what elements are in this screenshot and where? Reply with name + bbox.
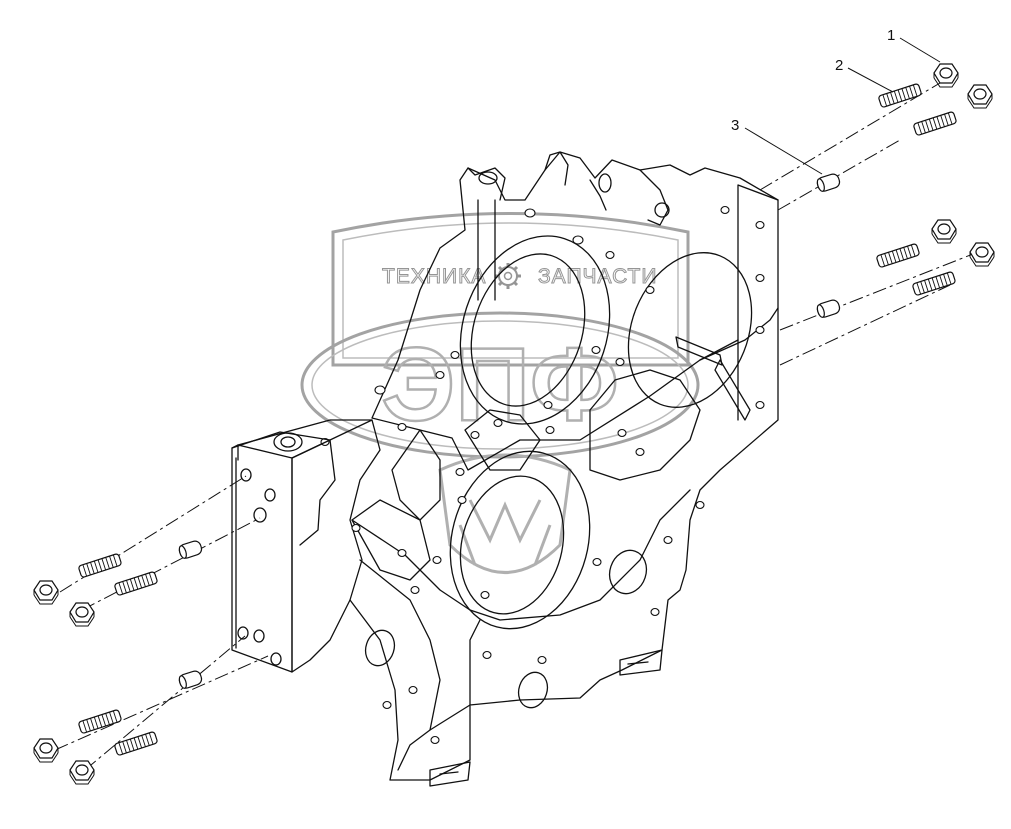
threaded-stud-icon: [113, 730, 159, 757]
callout-group: 1 2 3: [731, 27, 941, 175]
hex-nut-icon: [969, 242, 995, 267]
threaded-stud-icon: [77, 552, 123, 579]
threaded-stud-icon: [77, 708, 123, 735]
threaded-stud-icon: [875, 242, 921, 269]
watermark-left-word: ТЕХНИКА: [382, 265, 486, 288]
dowel-pin-icon: [177, 538, 204, 561]
threaded-stud-icon: [877, 82, 923, 109]
hex-nut-icon: [33, 580, 59, 605]
callout-3: 3: [731, 117, 739, 134]
watermark-right-word: ЗАПЧАСТИ: [538, 265, 657, 288]
hex-nut-icon: [931, 219, 957, 244]
threaded-stud-icon: [113, 570, 159, 597]
watermark-shield-emblem: [438, 453, 572, 574]
watermark: ТЕХНИКА ЗАПЧАСТИ ЭПФ: [300, 212, 700, 574]
hex-nut-icon: [33, 738, 59, 763]
callout-2: 2: [835, 57, 843, 74]
hex-nut-icon: [967, 84, 993, 109]
gear-housing: [237, 151, 779, 787]
fasteners-left: [33, 538, 204, 785]
hex-nut-icon: [69, 760, 95, 785]
dowel-pin-icon: [815, 171, 842, 194]
hex-nut-icon: [69, 602, 95, 627]
callout-1: 1: [887, 27, 895, 44]
dowel-pin-icon: [815, 297, 842, 320]
front-plate-block: [231, 431, 331, 673]
hex-nut-icon: [933, 63, 959, 88]
threaded-stud-icon: [912, 110, 958, 137]
